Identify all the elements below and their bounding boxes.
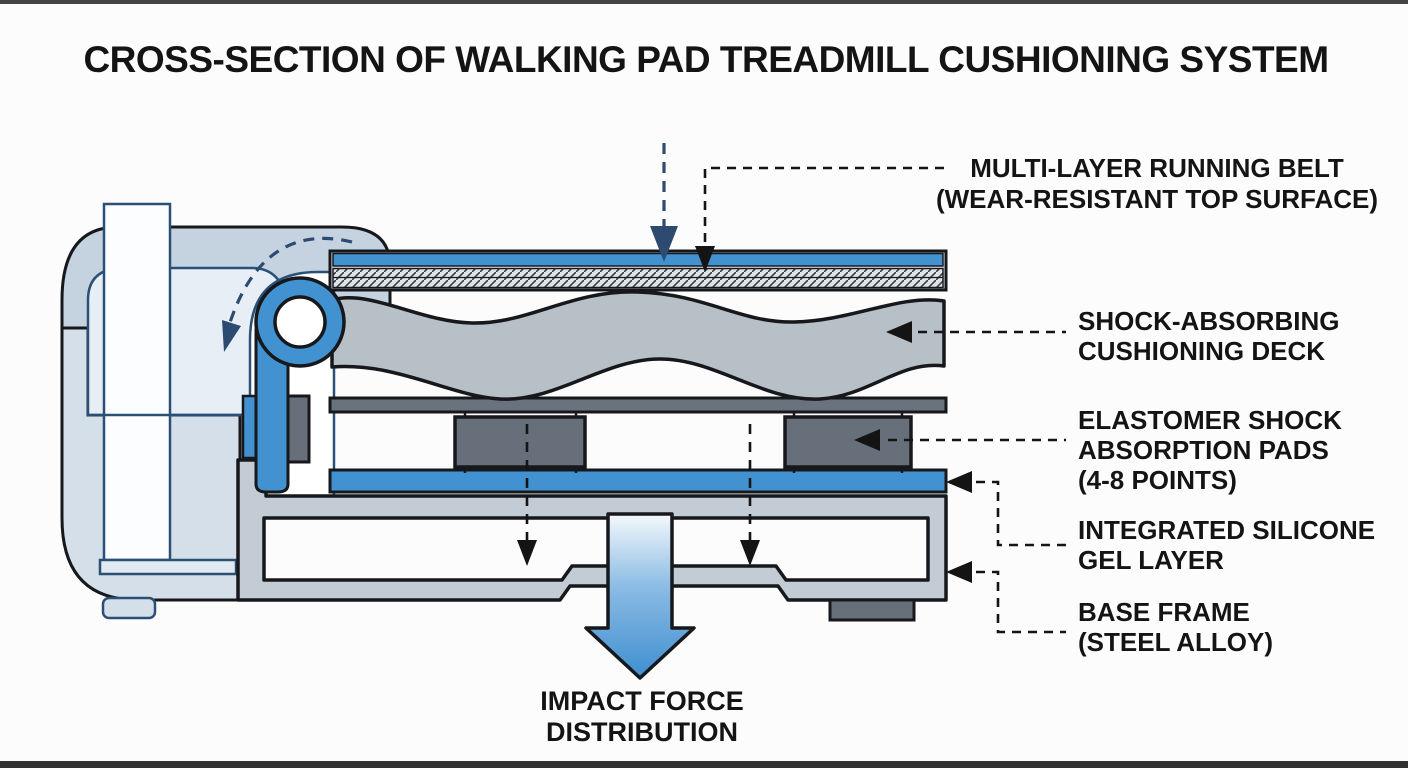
label-belt-line2: (WEAR-RESISTANT TOP SURFACE) xyxy=(936,184,1378,214)
label-deck-line2: CUSHIONING DECK xyxy=(1078,336,1325,366)
label-cushioning-deck: SHOCK-ABSORBING CUSHIONING DECK xyxy=(1078,306,1339,366)
cushioning-deck xyxy=(330,290,946,401)
shock-pad-left xyxy=(453,415,587,469)
label-pads-line2: ABSORPTION PADS xyxy=(1078,435,1329,465)
label-deck-line1: SHOCK-ABSORBING xyxy=(1078,306,1339,336)
belt-column xyxy=(102,202,172,562)
label-gel-line1: INTEGRATED SILICONE xyxy=(1078,515,1375,545)
leader-pads xyxy=(854,429,1066,451)
treadmill-housing xyxy=(60,202,392,620)
label-frame-line1: BASE FRAME xyxy=(1078,597,1250,627)
belt-direction-arrow xyxy=(222,236,353,352)
roller-axle xyxy=(273,295,327,349)
label-impact-line1: IMPACT FORCE xyxy=(540,686,744,716)
label-belt-line1: MULTI-LAYER RUNNING BELT xyxy=(970,153,1344,183)
label-impact-force: IMPACT FORCE DISTRIBUTION xyxy=(540,686,744,747)
label-pads-line3: (4-8 POINTS) xyxy=(1078,465,1237,495)
label-pads-line1: ELASTOMER SHOCK xyxy=(1078,405,1342,435)
top-edge-band xyxy=(0,0,1408,4)
running-belt xyxy=(328,249,948,292)
impact-force-arrow xyxy=(584,512,696,680)
label-running-belt: MULTI-LAYER RUNNING BELT (WEAR-RESISTANT… xyxy=(936,153,1378,214)
force-path-arrows xyxy=(517,424,760,566)
front-roller-bracket xyxy=(254,276,346,494)
leader-frame xyxy=(946,561,1066,634)
label-gel-layer: INTEGRATED SILICONE GEL LAYER xyxy=(1078,515,1375,575)
label-elastomer-pads: ELASTOMER SHOCK ABSORPTION PADS (4-8 POI… xyxy=(1078,405,1342,495)
label-impact-line2: DISTRIBUTION xyxy=(546,717,738,747)
label-frame-line2: (STEEL ALLOY) xyxy=(1078,627,1273,657)
housing-base-strip xyxy=(98,558,238,576)
leader-belt xyxy=(695,166,944,272)
belt-top-surface xyxy=(332,252,944,267)
silicone-gel-layer xyxy=(328,468,948,494)
leader-gel xyxy=(946,471,1066,547)
bracket-arm xyxy=(254,328,290,494)
leader-deck xyxy=(886,321,1066,343)
elastomer-pads xyxy=(453,411,913,473)
label-base-frame: BASE FRAME (STEEL ALLOY) xyxy=(1078,597,1273,657)
frame-foot xyxy=(828,598,916,622)
housing-foot xyxy=(101,596,157,620)
label-gel-line2: GEL LAYER xyxy=(1078,545,1224,575)
shock-pad-right xyxy=(783,415,913,469)
bracket-blue-strip xyxy=(241,394,258,460)
deck-underside-plate xyxy=(328,396,948,414)
bottom-edge-band xyxy=(0,761,1408,768)
diagram-title: CROSS-SECTION OF WALKING PAD TREADMILL C… xyxy=(83,39,1328,80)
foot-strike-arrow xyxy=(650,143,678,262)
